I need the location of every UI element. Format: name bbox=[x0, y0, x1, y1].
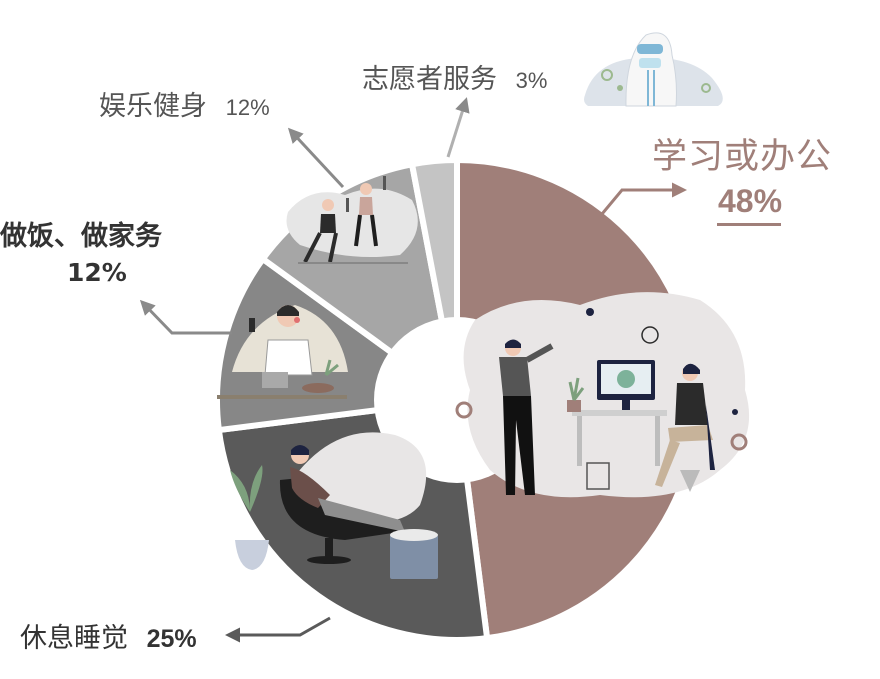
person-resting-illustration bbox=[230, 432, 438, 579]
label-fitness-name: 娱乐健身 bbox=[99, 91, 207, 122]
label-cooking-name: 做饭、做家务 bbox=[0, 221, 162, 252]
label-cooking-value: 12% bbox=[67, 258, 127, 287]
leader-line-fitness bbox=[287, 127, 345, 189]
people-exercising-illustration bbox=[286, 176, 418, 264]
office-workers-illustration bbox=[455, 292, 750, 498]
leader-line-study bbox=[600, 182, 687, 215]
label-fitness: 娱乐健身 12% bbox=[99, 84, 270, 123]
label-volunteer: 志愿者服务 3% bbox=[362, 57, 547, 96]
volunteer-illustration bbox=[584, 32, 723, 107]
label-study-underline bbox=[717, 223, 781, 226]
leader-line-cooking bbox=[139, 299, 232, 335]
label-fitness-value: 12% bbox=[225, 95, 270, 120]
label-volunteer-value: 3% bbox=[515, 68, 548, 93]
label-rest-value: 25% bbox=[146, 625, 197, 653]
label-study-name: 学习或办公 bbox=[652, 137, 833, 177]
leader-line-volunteer bbox=[446, 97, 470, 158]
label-study-value: 48% bbox=[718, 183, 783, 219]
leader-line-rest bbox=[225, 616, 331, 643]
label-volunteer-name: 志愿者服务 bbox=[362, 64, 497, 95]
person-cooking-illustration bbox=[217, 305, 348, 399]
label-rest: 休息睡觉 25% bbox=[20, 616, 197, 655]
label-rest-name: 休息睡觉 bbox=[20, 623, 128, 654]
